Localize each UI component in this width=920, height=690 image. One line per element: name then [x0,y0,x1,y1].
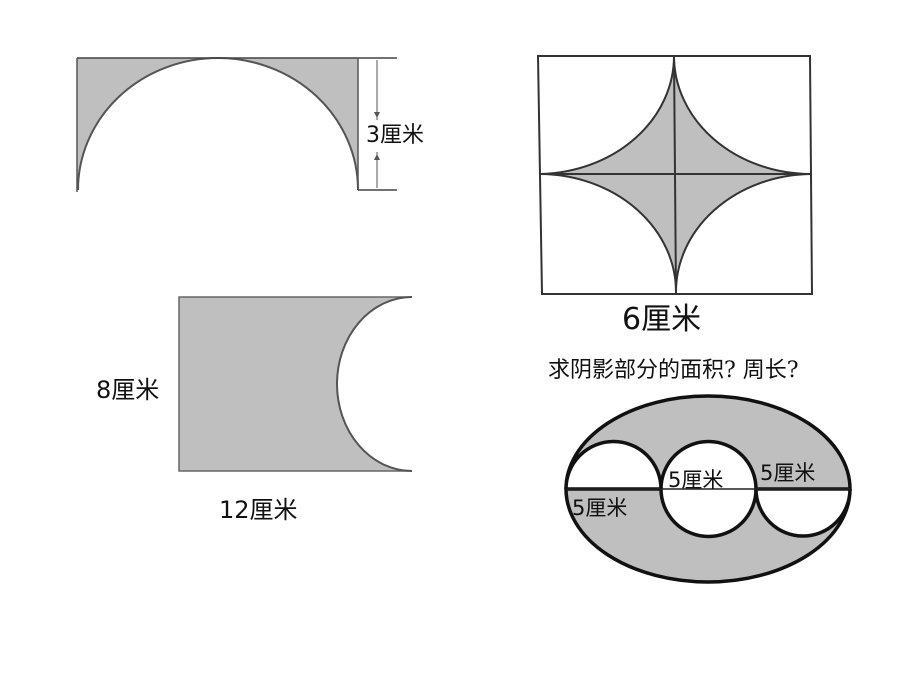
height-label-8cm: 8厘米 [96,376,160,404]
dimension-arrow-down [374,154,380,160]
shaded-upper-half [564,394,852,491]
shaded-lower-half [564,487,852,584]
radius-label-left: 5厘米 [572,496,628,520]
dimension-arrow-up [374,112,380,118]
side-label-6cm: 6厘米 [622,302,702,337]
radius-label-middle: 5厘米 [668,468,724,492]
question-text: 求阴影部分的面积? 周长? [548,358,799,383]
figure-square-quarter-circles [536,55,814,295]
figure-rect-minus-side-semicircle [178,296,413,472]
outer-square [536,55,814,295]
shaded-region-1 [77,58,358,190]
width-label-12cm: 12厘米 [219,496,298,524]
shaded-region-3 [178,296,413,472]
radius-label-right: 5厘米 [760,461,816,485]
figure-rect-minus-semicircle [76,57,397,192]
side-semicircle-arc [336,296,413,472]
height-label-3cm: 3厘米 [366,123,424,148]
figure-yin-yang-shape [564,394,852,584]
